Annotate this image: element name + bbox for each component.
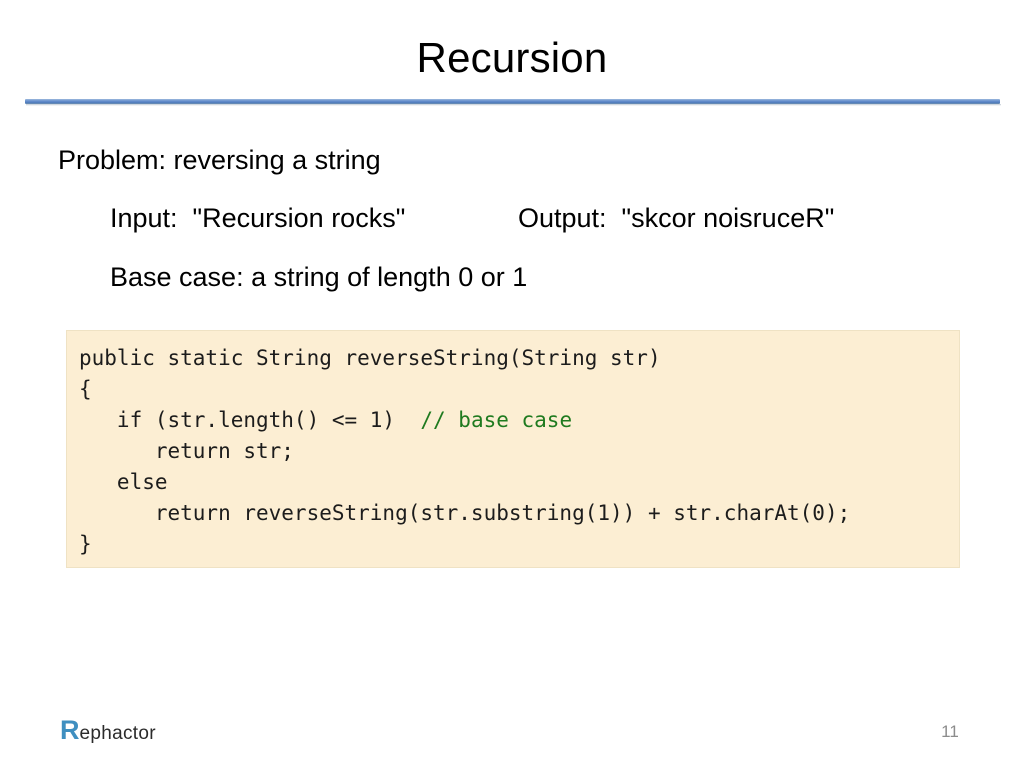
code-line-recursive-return: return reverseString(str.substring(1)) +… <box>79 501 851 525</box>
example-output: Output: "skcor noisruceR" <box>518 203 835 233</box>
code-line-else: else <box>79 470 168 494</box>
code-line-signature: public static String reverseString(Strin… <box>79 346 661 370</box>
title-divider-shadow <box>26 104 1001 106</box>
code-listing: public static String reverseString(Strin… <box>79 343 959 560</box>
example-input: Input: "Recursion rocks" <box>110 203 406 233</box>
page-title: Recursion <box>416 34 608 81</box>
code-line-if: if (str.length() <= 1) <box>79 408 421 432</box>
page-number: 11 <box>941 722 959 741</box>
base-case-description: Base case: a string of length 0 or 1 <box>110 262 528 292</box>
logo-initial-letter: R <box>60 715 80 745</box>
problem-statement: Problem: reversing a string <box>58 145 381 175</box>
code-block: public static String reverseString(Strin… <box>66 330 960 568</box>
rephactor-logo: Rephactor <box>60 717 156 744</box>
code-line-open-brace: { <box>79 377 92 401</box>
code-line-close-brace: } <box>79 532 92 556</box>
logo-wordmark: ephactor <box>79 723 156 744</box>
title-divider <box>25 99 1000 104</box>
code-comment-base-case: // base case <box>420 408 573 432</box>
code-line-return-str: return str; <box>79 439 294 463</box>
